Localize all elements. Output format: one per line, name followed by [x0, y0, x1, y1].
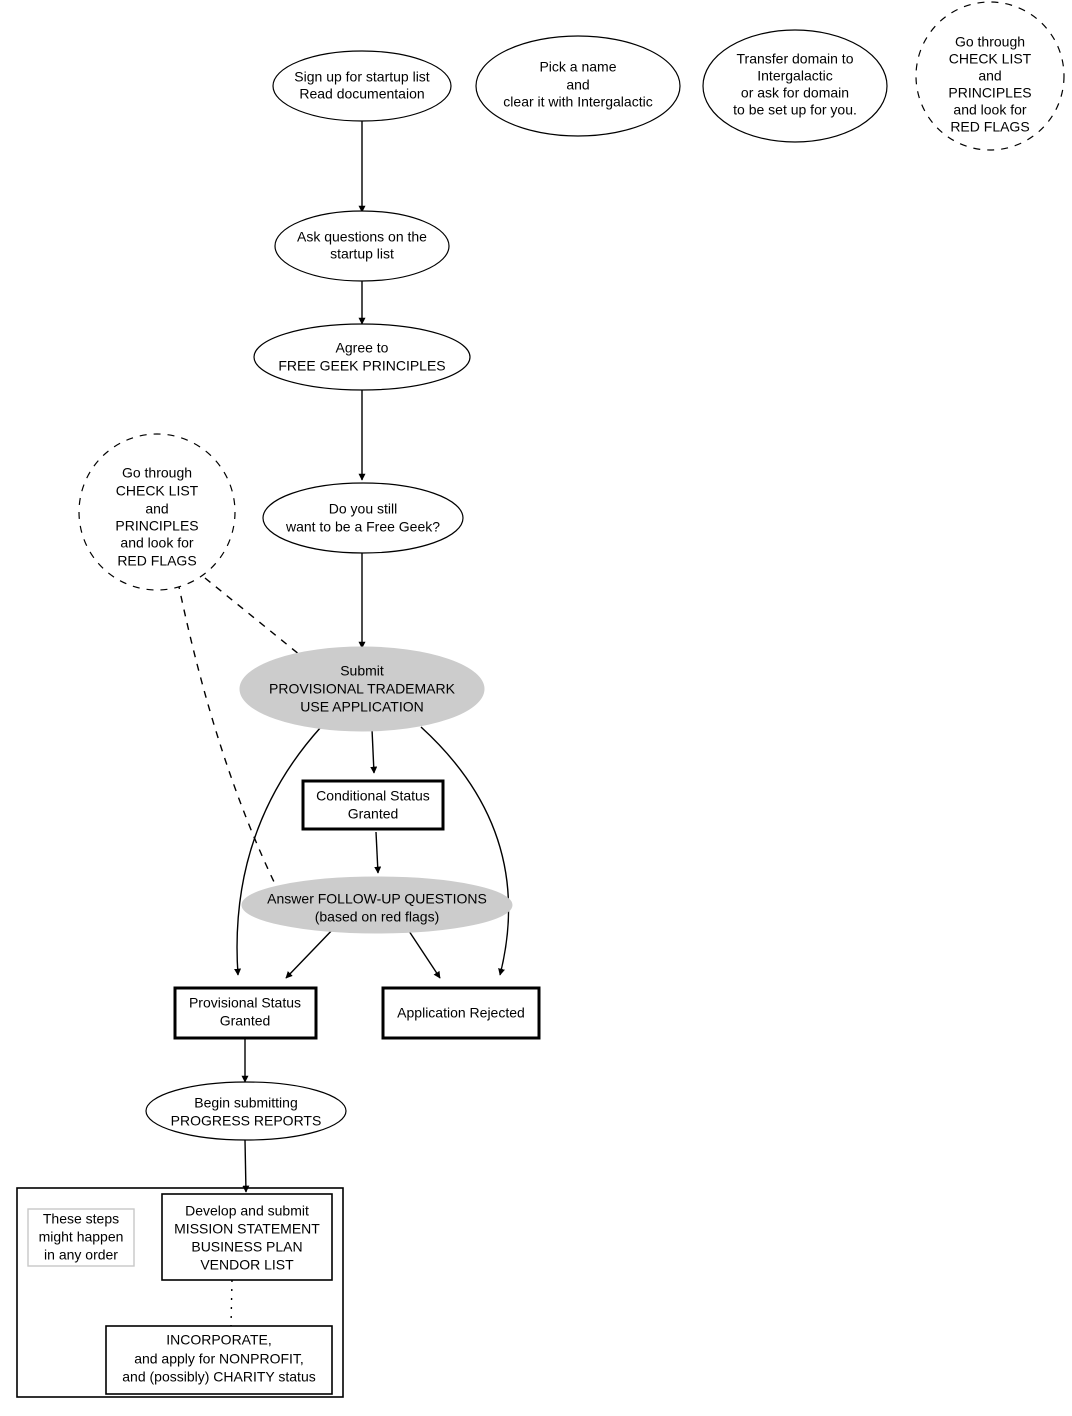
node-checklist-left[interactable]: Go through CHECK LIST and PRINCIPLES and…: [78, 433, 236, 591]
node-checklist-left-line-1: CHECK LIST: [116, 483, 199, 499]
node-submit-line-1: PROVISIONAL TRADEMARK: [269, 681, 456, 697]
node-ask-questions-line-0: Ask questions on the: [297, 229, 427, 245]
node-checklist-left-line-0: Go through: [122, 465, 192, 481]
node-transfer-domain[interactable]: Transfer domain to Intergalactic or ask …: [702, 29, 888, 143]
node-develop-submit-shape: [161, 1193, 333, 1281]
node-pick-name[interactable]: Pick a name and clear it with Intergalac…: [475, 35, 681, 137]
node-develop-submit[interactable]: Develop and submit MISSION STATEMENT BUS…: [161, 1193, 333, 1281]
node-checklist-right-line-5: RED FLAGS: [950, 119, 1029, 135]
edge-submit-to-provisional: [234, 726, 322, 976]
node-ask-questions-line-1: startup list: [330, 246, 394, 262]
node-provisional-status-line-0: Provisional Status: [189, 995, 301, 1011]
node-cluster-note-line-2: in any order: [44, 1247, 118, 1263]
node-signup-line-0: Sign up for startup list: [294, 69, 430, 85]
node-progress-reports-line-1: PROGRESS REPORTS: [171, 1113, 322, 1129]
node-develop-submit-line-2: BUSINESS PLAN: [191, 1239, 302, 1255]
node-pick-name-line-0: Pick a name: [539, 59, 616, 75]
node-conditional-status-line-1: Granted: [348, 806, 399, 822]
edge-submit-to-rejected: [420, 726, 510, 976]
node-transfer-domain-line-1: Intergalactic: [757, 68, 832, 84]
node-agree[interactable]: Agree to FREE GEEK PRINCIPLES: [253, 323, 471, 391]
node-conditional-status-shape: [301, 779, 445, 831]
node-still-want-shape: [262, 482, 464, 554]
node-agree-line-0: Agree to: [336, 340, 389, 356]
node-application-rejected-shape: [381, 986, 541, 1040]
node-pick-name-shape: [475, 35, 681, 137]
node-cluster-note-shape: [27, 1208, 135, 1267]
node-checklist-right-line-0: Go through: [955, 34, 1025, 50]
node-incorporate-shape: [105, 1325, 333, 1395]
node-checklist-left-line-2: and: [145, 501, 168, 517]
node-transfer-domain-line-3: to be set up for you.: [733, 102, 857, 118]
node-provisional-status[interactable]: Provisional Status Granted: [173, 986, 318, 1040]
edge-followup-to-rejected: [404, 924, 441, 979]
node-provisional-status-shape: [173, 986, 318, 1040]
node-provisional-status-line-1: Granted: [220, 1013, 271, 1029]
node-ask-questions-shape: [274, 210, 450, 282]
node-develop-submit-line-0: Develop and submit: [185, 1203, 309, 1219]
node-still-want-line-0: Do you still: [329, 501, 397, 517]
edge-checklist-left-to-submit: [204, 577, 301, 656]
node-signup[interactable]: Sign up for startup list Read documentai…: [272, 50, 452, 122]
node-checklist-right-line-2: and: [978, 68, 1001, 84]
edge-progress-to-develop: [242, 1139, 250, 1193]
node-checklist-left-line-5: RED FLAGS: [117, 553, 196, 569]
node-submit-shape: [239, 646, 485, 732]
node-checklist-left-shape: [78, 433, 236, 591]
node-progress-reports[interactable]: Begin submitting PROGRESS REPORTS: [145, 1081, 347, 1141]
node-transfer-domain-line-2: or ask for domain: [741, 85, 849, 101]
node-agree-shape: [253, 323, 471, 391]
node-progress-reports-line-0: Begin submitting: [194, 1095, 298, 1111]
node-followup-questions-line-1: (based on red flags): [315, 909, 440, 925]
node-checklist-right-line-4: and look for: [953, 102, 1026, 118]
node-pick-name-line-2: clear it with Intergalactic: [503, 94, 652, 110]
node-submit[interactable]: Submit PROVISIONAL TRADEMARK USE APPLICA…: [239, 646, 485, 732]
node-signup-line-1: Read documentaion: [299, 86, 424, 102]
node-incorporate-line-1: and apply for NONPROFIT,: [134, 1351, 304, 1367]
node-agree-line-1: FREE GEEK PRINCIPLES: [278, 358, 445, 374]
node-progress-reports-shape: [145, 1081, 347, 1141]
node-signup-shape: [272, 50, 452, 122]
node-checklist-left-line-4: and look for: [120, 535, 193, 551]
node-develop-submit-line-1: MISSION STATEMENT: [174, 1221, 320, 1237]
node-checklist-right[interactable]: Go through CHECK LIST and PRINCIPLES and…: [915, 1, 1065, 151]
node-application-rejected-line-0: Application Rejected: [397, 1005, 525, 1021]
node-submit-line-0: Submit: [340, 663, 384, 679]
node-checklist-right-line-1: CHECK LIST: [949, 51, 1032, 67]
node-still-want[interactable]: Do you still want to be a Free Geek?: [262, 482, 464, 554]
node-incorporate-line-0: INCORPORATE,: [166, 1332, 272, 1348]
edge-checklist-left-to-followup: [177, 581, 277, 887]
node-checklist-right-shape: [915, 1, 1065, 151]
edge-layer: [177, 121, 510, 1327]
node-checklist-left-line-3: PRINCIPLES: [115, 518, 198, 534]
node-ask-questions[interactable]: Ask questions on the startup list: [274, 210, 450, 282]
node-incorporate[interactable]: INCORPORATE, and apply for NONPROFIT, an…: [105, 1325, 333, 1395]
edge-conditional-to-followup: [374, 831, 382, 874]
node-conditional-status-line-0: Conditional Status: [316, 788, 430, 804]
node-cluster-note-line-0: These steps: [43, 1211, 119, 1227]
node-conditional-status[interactable]: Conditional Status Granted: [301, 779, 445, 831]
edge-submit-to-conditional: [370, 728, 378, 774]
node-application-rejected[interactable]: Application Rejected: [381, 986, 541, 1040]
node-checklist-right-line-3: PRINCIPLES: [948, 85, 1031, 101]
node-followup-questions[interactable]: Answer FOLLOW-UP QUESTIONS (based on red…: [241, 876, 513, 934]
edge-followup-to-provisional: [285, 924, 338, 979]
node-develop-submit-line-3: VENDOR LIST: [200, 1257, 294, 1273]
node-transfer-domain-shape: [702, 29, 888, 143]
node-cluster-note: These steps might happen in any order: [27, 1208, 135, 1267]
cluster-any-order: [16, 1187, 344, 1398]
node-incorporate-line-2: and (possibly) CHARITY status: [122, 1369, 315, 1385]
node-transfer-domain-line-0: Transfer domain to: [737, 51, 854, 67]
node-still-want-line-1: want to be a Free Geek?: [285, 519, 440, 535]
node-cluster-note-line-1: might happen: [39, 1229, 124, 1245]
node-followup-questions-shape: [241, 876, 513, 934]
node-submit-line-2: USE APPLICATION: [300, 699, 423, 715]
node-pick-name-line-1: and: [566, 77, 589, 93]
node-followup-questions-line-0: Answer FOLLOW-UP QUESTIONS: [267, 891, 487, 907]
